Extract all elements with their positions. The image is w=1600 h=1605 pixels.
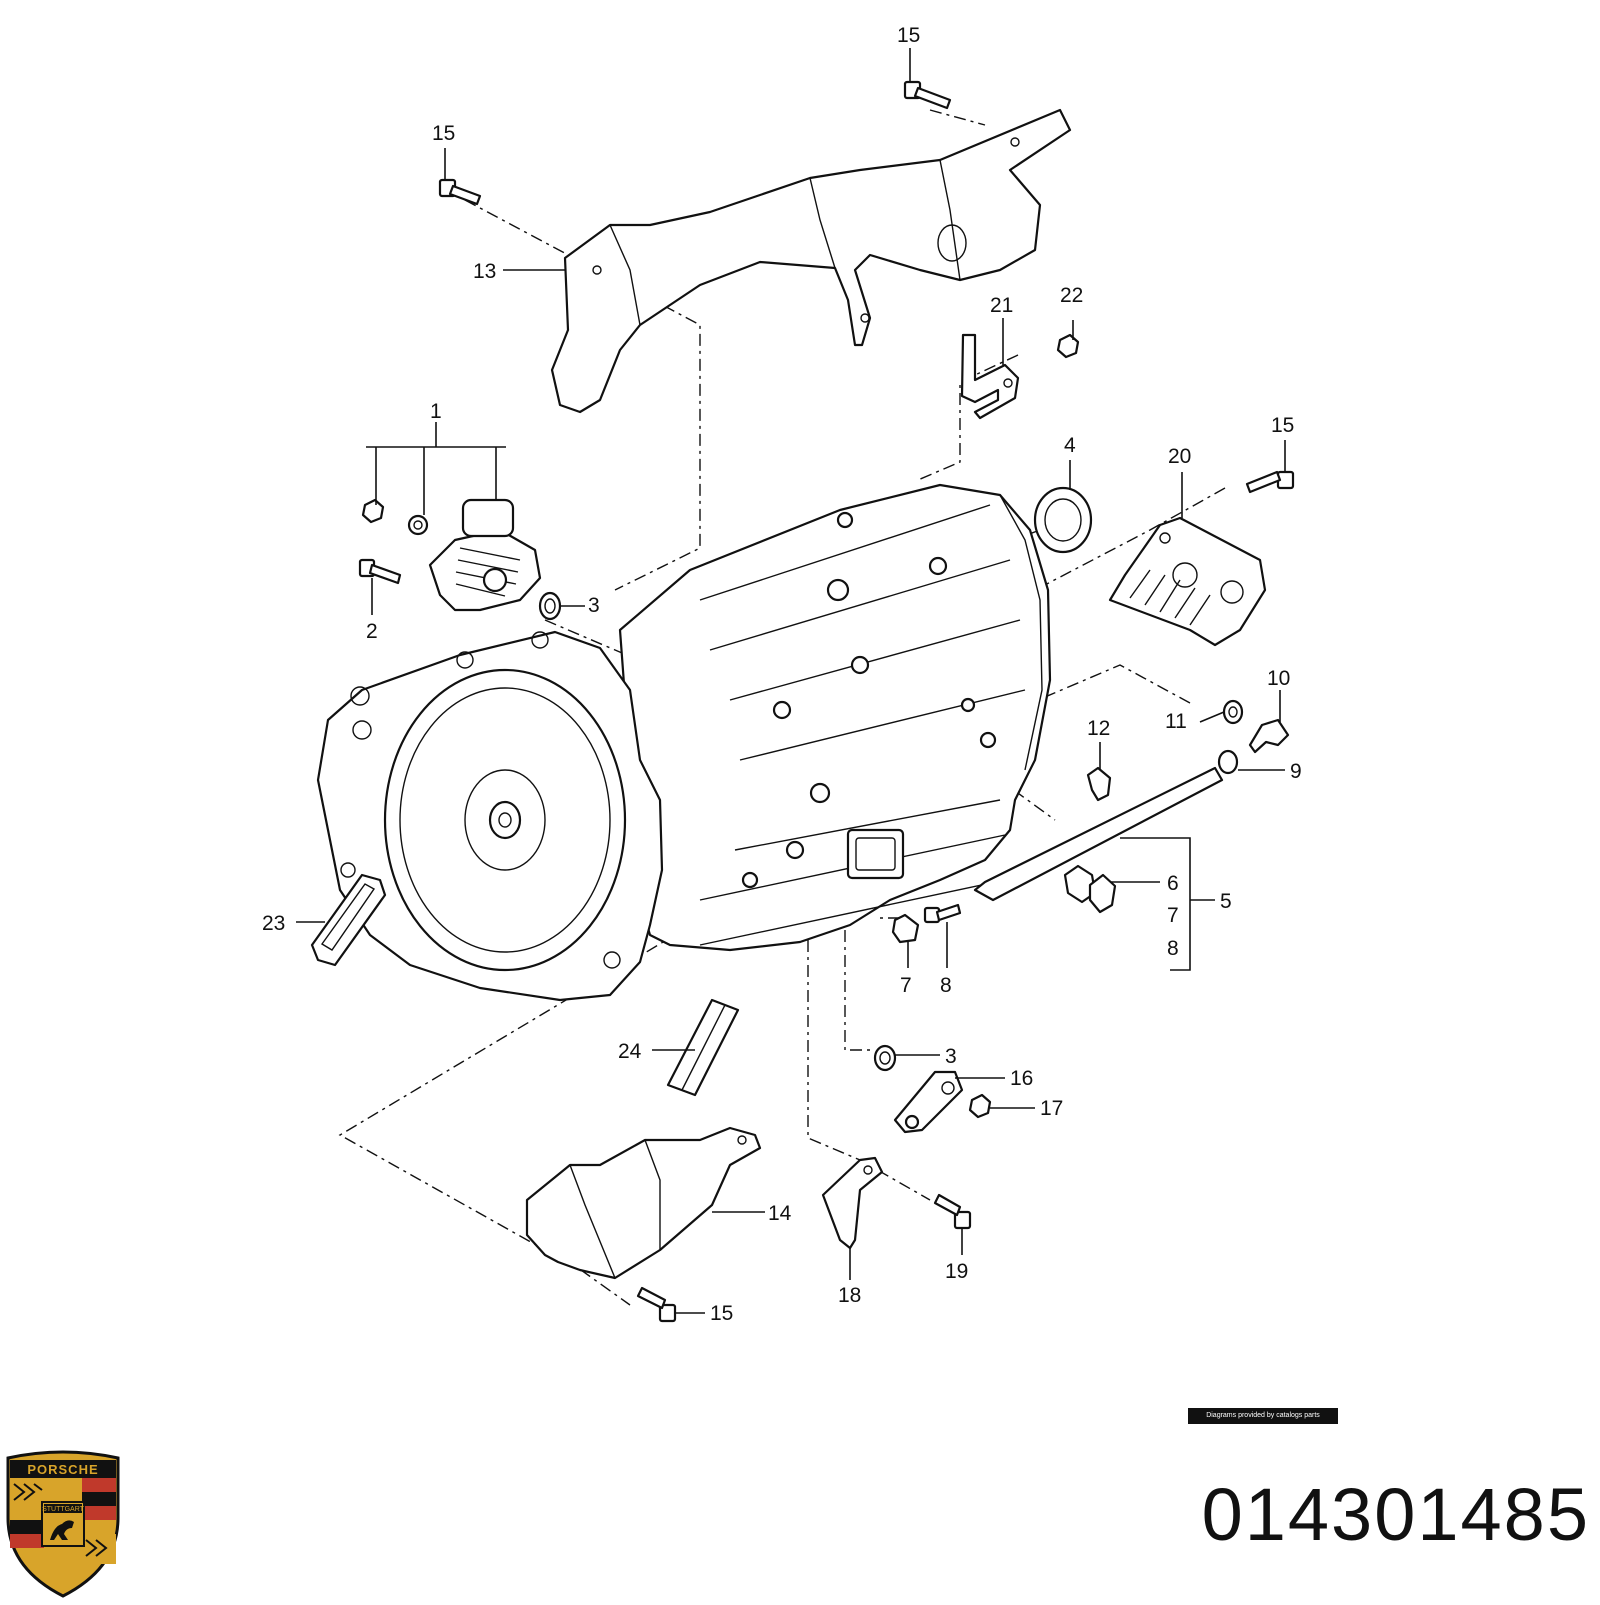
bolt-15-bottom [636,1286,677,1323]
callout-15-bottom: 15 [710,1302,733,1325]
washer-11 [1222,699,1244,725]
shaft-seal [1033,486,1093,554]
callout-20: 20 [1168,445,1191,468]
bolt-19 [933,1193,972,1230]
callout-labels: 15 15 13 21 22 1 4 20 15 3 2 10 11 12 9 … [262,24,1302,1325]
part-number: 014301485 [1201,1473,1590,1556]
callout-21: 21 [990,294,1013,317]
cover-plate [1108,516,1267,647]
clip-12 [1086,766,1112,802]
callout-6: 6 [1167,872,1179,895]
callout-8-right: 8 [1167,937,1179,960]
callout-1: 1 [430,400,442,423]
screw-8 [923,903,962,924]
bracket-21 [960,333,1020,420]
hose-clips-6 [1063,864,1117,914]
callout-7-right: 7 [1167,904,1179,927]
nut-22 [1056,333,1080,359]
gasket-23 [310,873,387,967]
bolt-15-top [903,80,952,110]
callout-23: 23 [262,912,285,935]
callout-2: 2 [366,620,378,643]
callout-18: 18 [838,1284,861,1307]
callout-15-top: 15 [897,24,920,47]
nut-small-1 [361,498,385,524]
callout-8-lower: 8 [940,974,952,997]
porsche-crest-icon: PORSCHE STUTTGART [2,1448,124,1598]
clamp-9 [1217,749,1239,775]
callout-3-lower: 3 [945,1045,957,1068]
leader-lines [296,48,1286,1314]
callout-3-upper: 3 [588,594,600,617]
selector-switch [428,498,542,612]
callout-24: 24 [618,1040,642,1063]
callout-7-lower: 7 [900,974,912,997]
callout-9: 9 [1290,760,1302,783]
seal-3-lower [873,1044,897,1072]
plug-7 [891,913,920,944]
heat-shield-lower [525,1126,762,1280]
callout-17: 17 [1040,1097,1063,1120]
callout-16: 16 [1010,1067,1033,1090]
callout-5: 5 [1220,890,1232,913]
diagram-credit: Diagrams provided by catalogs parts [1188,1408,1338,1424]
callout-15-right: 15 [1271,414,1294,437]
lever-16 [893,1070,964,1134]
callout-14: 14 [768,1202,792,1225]
transmission-housing [618,483,1052,952]
washer-small-1 [407,514,429,536]
crest-center-text: STUTTGART [42,1506,85,1513]
callout-22: 22 [1060,284,1083,307]
crest-top-text: PORSCHE [27,1462,98,1477]
callout-10: 10 [1267,667,1290,690]
callout-15-left: 15 [432,122,455,145]
seal-3-upper [538,591,562,621]
callout-12: 12 [1087,717,1110,740]
callout-13: 13 [473,260,496,283]
torque-converter [383,668,627,972]
fitting-10 [1248,718,1290,754]
bolt-15-left [438,178,482,206]
nut-17 [968,1093,992,1119]
bolt-2 [358,558,402,585]
bolt-15-right [1245,470,1295,494]
callout-4: 4 [1064,434,1076,457]
insert-24 [666,998,740,1097]
callout-11: 11 [1165,710,1187,733]
heat-shield-upper [550,108,1072,414]
bracket-18 [821,1156,884,1250]
breather-hose [973,766,1224,902]
callout-19: 19 [945,1260,968,1283]
